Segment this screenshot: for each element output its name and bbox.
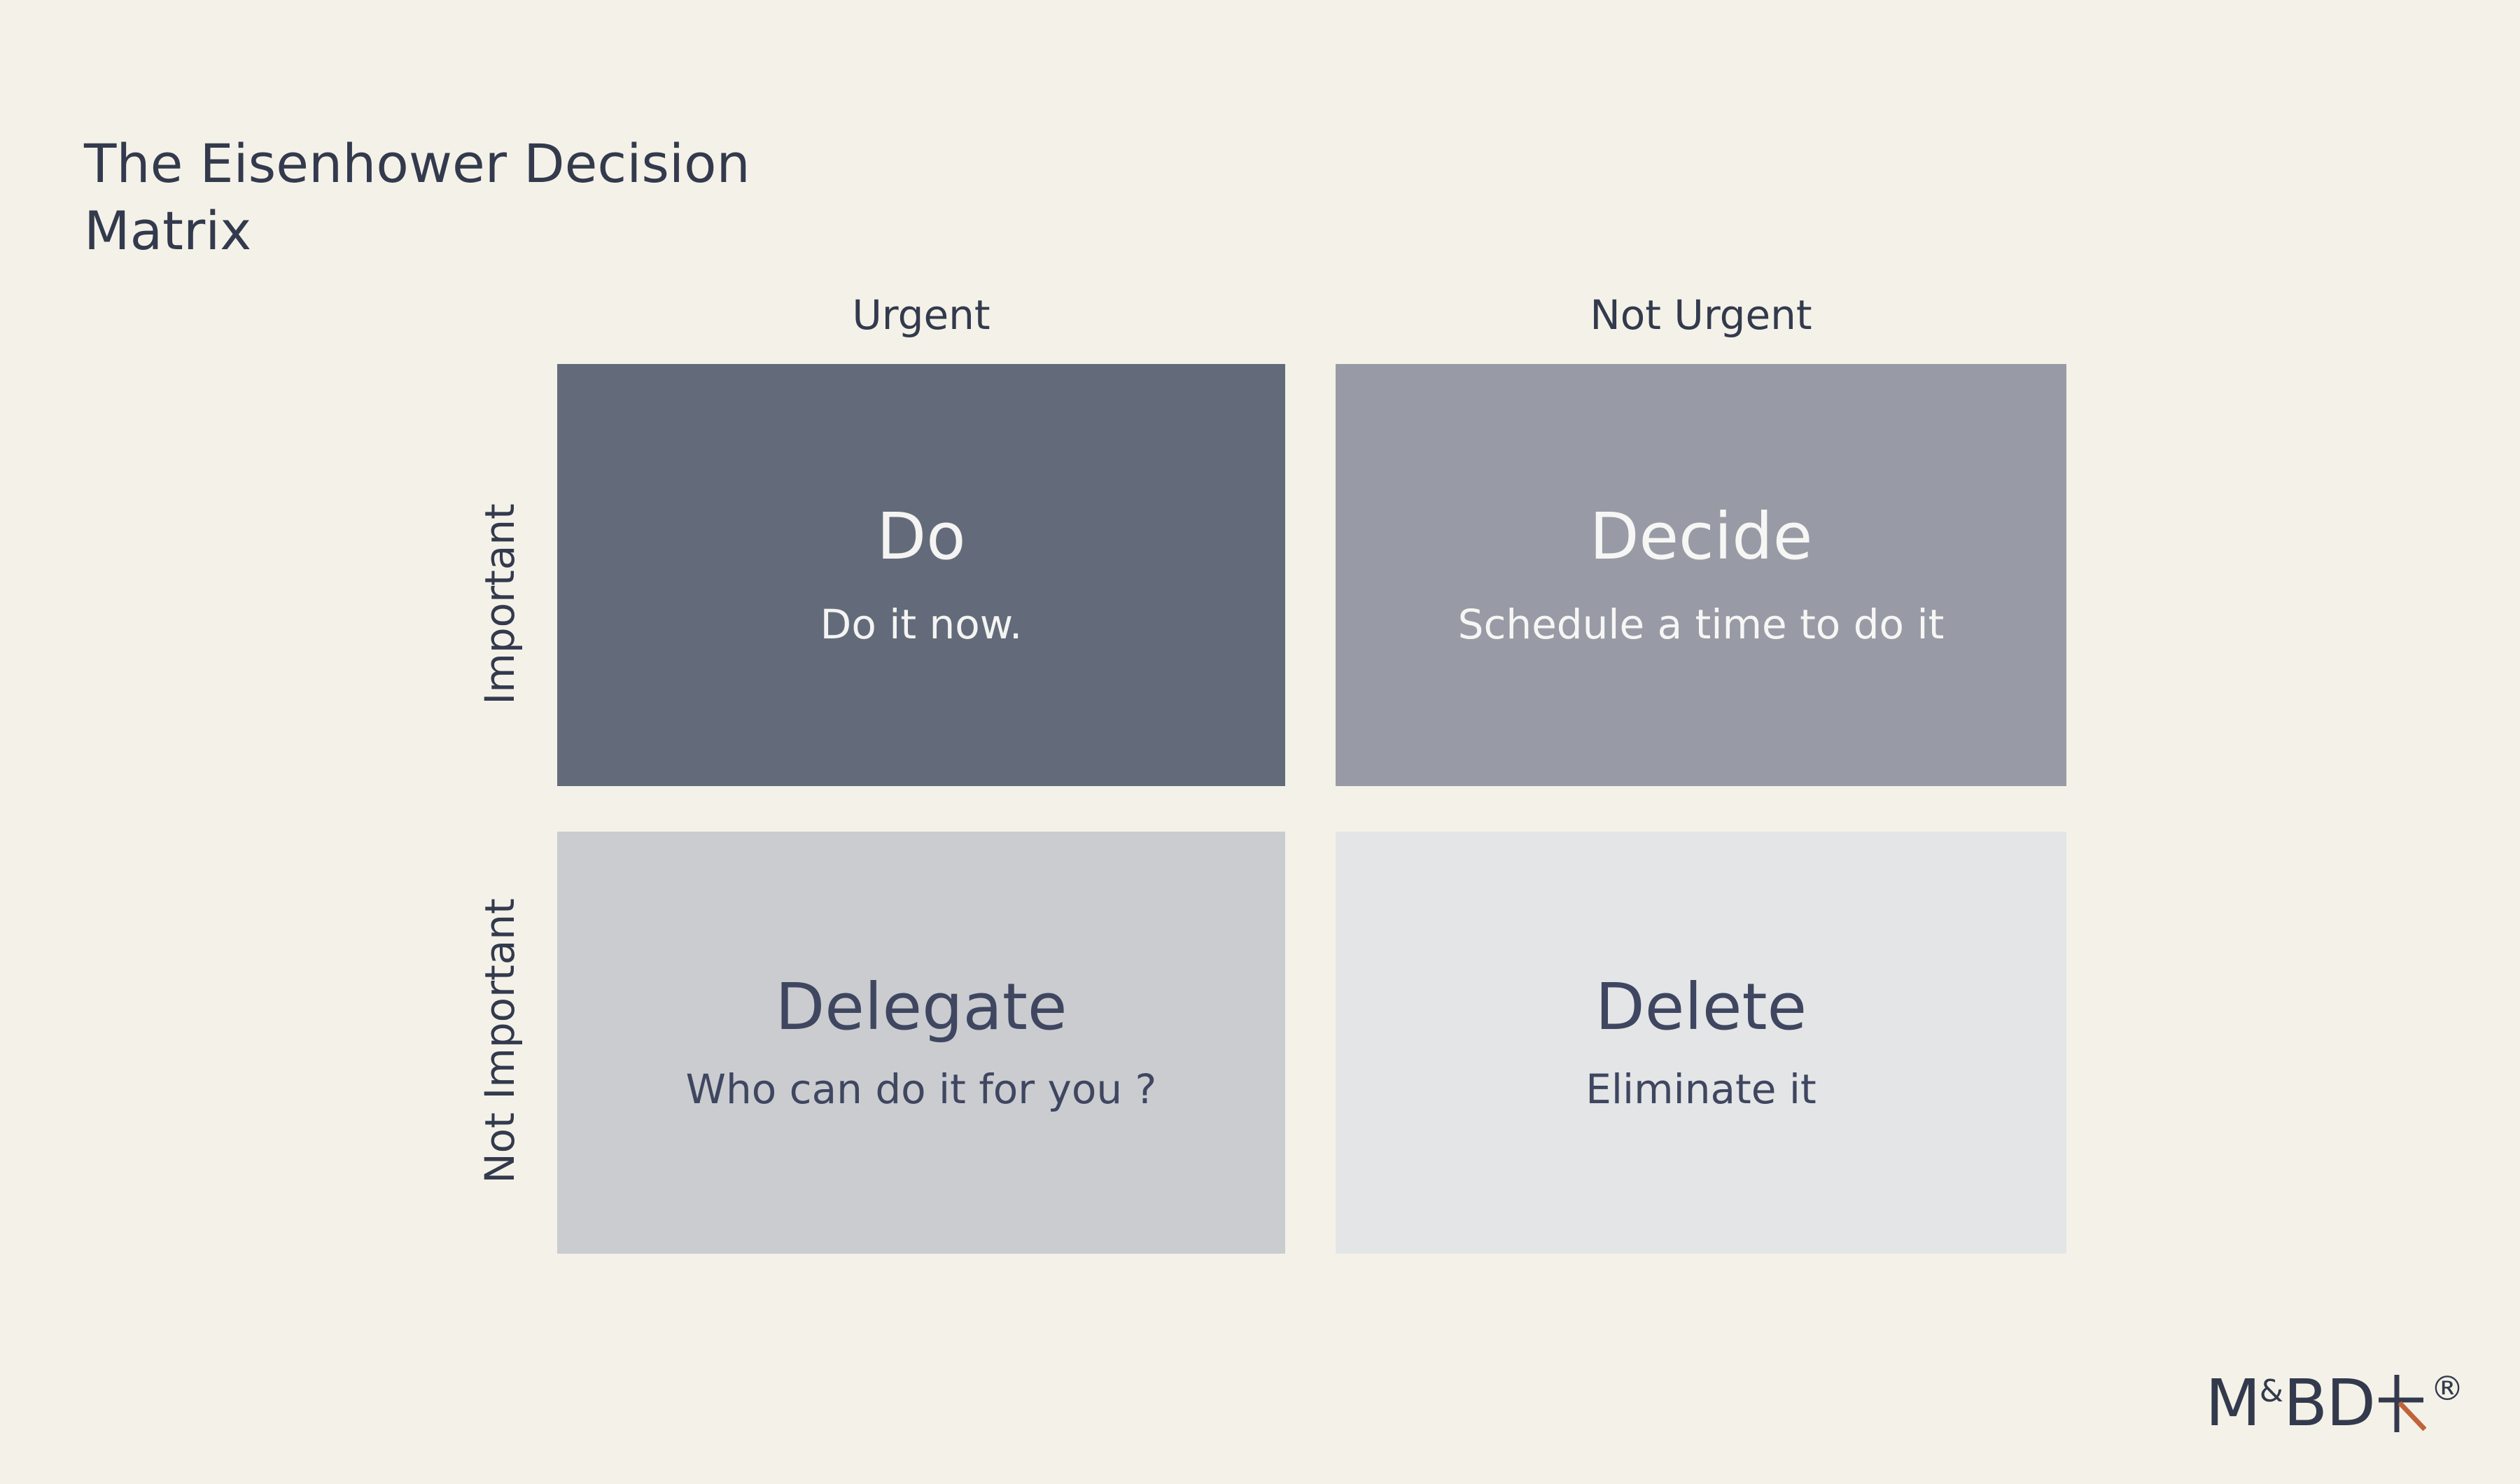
logo-letter-m: M [2205, 1366, 2260, 1441]
logo-plus-mark-icon [2374, 1365, 2427, 1442]
quadrant-delete-subtitle: Eliminate it [1586, 1065, 1816, 1113]
column-label-not-urgent: Not Urgent [1590, 291, 1812, 339]
quadrant-decide-subtitle: Schedule a time to do it [1457, 600, 1945, 648]
quadrant-delete-title: Delete [1595, 969, 1807, 1044]
quadrant-do-subtitle: Do it now. [820, 600, 1023, 648]
quadrant-decide-title: Decide [1589, 498, 1813, 574]
brand-logo: M & BD ® [2205, 1365, 2464, 1442]
quadrant-do: Do Do it now. [557, 364, 1285, 786]
page-title: The Eisenhower Decision Matrix [84, 132, 750, 262]
column-label-urgent: Urgent [852, 291, 990, 339]
registered-trademark-icon: ® [2430, 1369, 2464, 1408]
quadrant-delegate: Delegate Who can do it for you ? [557, 832, 1285, 1254]
logo-letters-bd: BD [2283, 1366, 2376, 1441]
logo-ampersand: & [2259, 1373, 2284, 1409]
quadrant-decide: Decide Schedule a time to do it [1336, 364, 2066, 786]
row-label-not-important: Not Important [476, 898, 524, 1184]
row-label-important: Important [476, 503, 524, 705]
quadrant-delete: Delete Eliminate it [1336, 832, 2066, 1254]
quadrant-delegate-title: Delegate [775, 969, 1068, 1044]
quadrant-do-title: Do [876, 498, 966, 574]
quadrant-delegate-subtitle: Who can do it for you ? [685, 1065, 1157, 1113]
